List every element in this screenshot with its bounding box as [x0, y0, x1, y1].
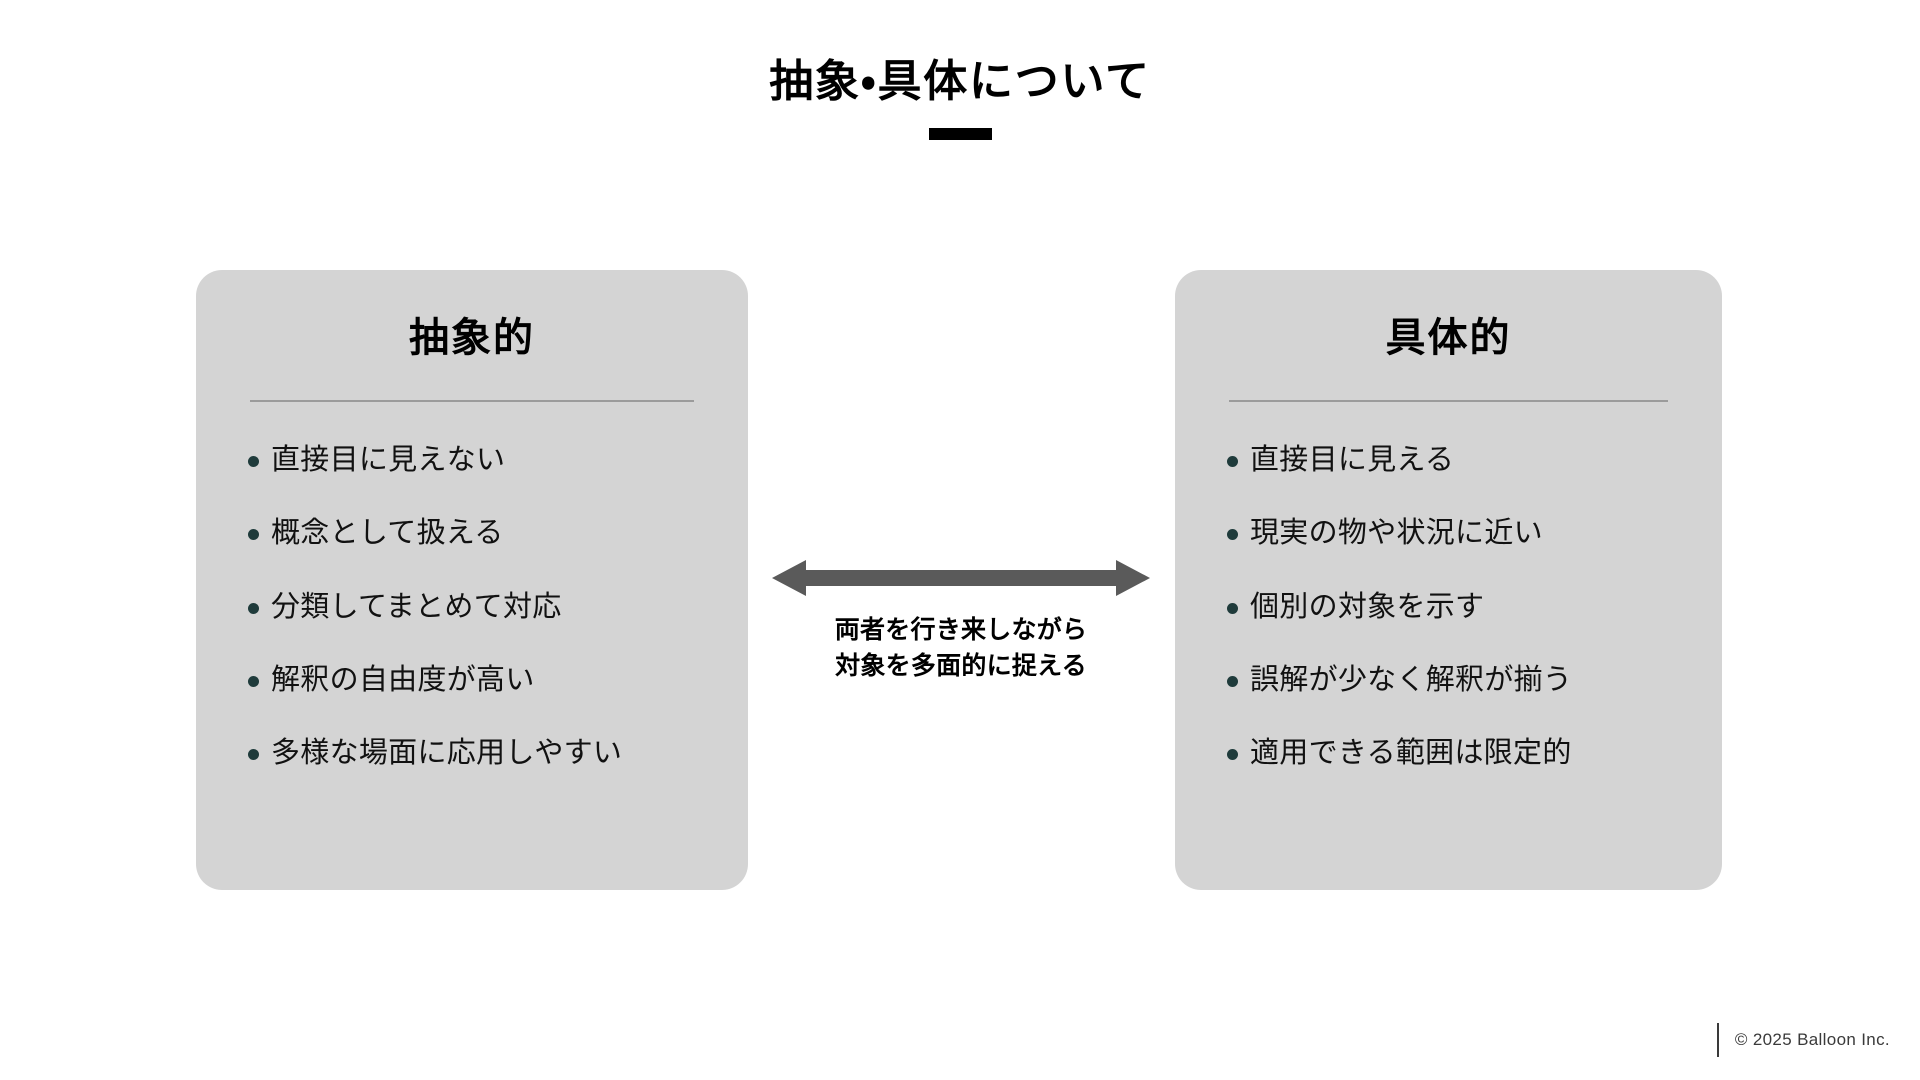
bullet-dot-icon [248, 529, 259, 541]
list-item-label: 概念として扱える [271, 517, 504, 550]
list-item: 誤解が少なく解釈が揃う [1175, 662, 1722, 698]
list-item-label: 直接目に見える [1250, 444, 1455, 476]
list-item: 直接目に見えない [196, 442, 748, 478]
list-item: 多様な場面に応用しやすい [196, 735, 748, 771]
card-concrete-heading: 具体的 [1385, 316, 1512, 360]
title-block: 抽象・具体について [0, 57, 1920, 141]
list-item-label: 解釈の自由度が高い [271, 663, 535, 696]
footer-divider [1716, 1023, 1719, 1057]
bullet-dot-icon [248, 749, 259, 760]
bullet-dot-icon [248, 602, 259, 614]
connector-block: 両者を行き来しながら 対象を多面的に捉える [772, 556, 1150, 685]
list-item-label: 誤解が少なく解釈が揃う [1250, 663, 1573, 696]
list-item-label: 直接目に見えない [271, 444, 506, 476]
page-title: 抽象・具体について [769, 57, 1151, 106]
bullet-dot-icon [248, 675, 259, 687]
connector-caption-line-1: 両者を行き来しながら [834, 616, 1088, 644]
card-concrete: 具体的 直接目に見える 現実の物や状況に近い 個別の対象を示す 誤解が少なく解釈… [1175, 270, 1722, 890]
card-abstract: 抽象的 直接目に見えない 概念として扱える 分類してまとめて対応 解釈の自由度が… [196, 270, 748, 890]
copyright-text: © 2025 Balloon Inc. [1734, 1030, 1890, 1049]
list-item-label: 個別の対象を示す [1250, 590, 1485, 623]
bullet-dot-icon [1227, 675, 1238, 687]
list-item: 概念として扱える [196, 515, 748, 551]
bullet-dot-icon [1227, 602, 1238, 614]
list-item-label: 適用できる範囲は限定的 [1250, 737, 1572, 769]
list-item-label: 現実の物や状況に近い [1250, 517, 1543, 550]
card-abstract-heading: 抽象的 [409, 316, 535, 360]
list-item-label: 分類してまとめて対応 [271, 590, 562, 623]
card-concrete-divider [1229, 400, 1668, 402]
list-item: 直接目に見える [1175, 442, 1722, 478]
card-abstract-list: 直接目に見えない 概念として扱える 分類してまとめて対応 解釈の自由度が高い 多… [196, 402, 748, 771]
bullet-dot-icon [248, 456, 259, 467]
list-item: 現実の物や状況に近い [1175, 515, 1722, 551]
bullet-dot-icon [1227, 456, 1238, 467]
title-underline-bar [928, 128, 992, 141]
list-item: 個別の対象を示す [1175, 589, 1722, 625]
card-concrete-list: 直接目に見える 現実の物や状況に近い 個別の対象を示す 誤解が少なく解釈が揃う … [1175, 402, 1722, 771]
bullet-dot-icon [1227, 749, 1238, 760]
connector-caption: 両者を行き来しながら 対象を多面的に捉える [772, 612, 1150, 685]
list-item: 分類してまとめて対応 [196, 589, 748, 625]
list-item: 適用できる範囲は限定的 [1175, 735, 1722, 771]
connector-caption-line-2: 対象を多面的に捉える [835, 652, 1087, 681]
footer: © 2025 Balloon Inc. [1716, 1022, 1890, 1058]
card-abstract-divider [250, 400, 694, 402]
bullet-dot-icon [1227, 529, 1238, 541]
list-item-label: 多様な場面に応用しやすい [271, 737, 623, 769]
double-arrow-icon [772, 560, 1150, 596]
list-item: 解釈の自由度が高い [196, 662, 748, 698]
